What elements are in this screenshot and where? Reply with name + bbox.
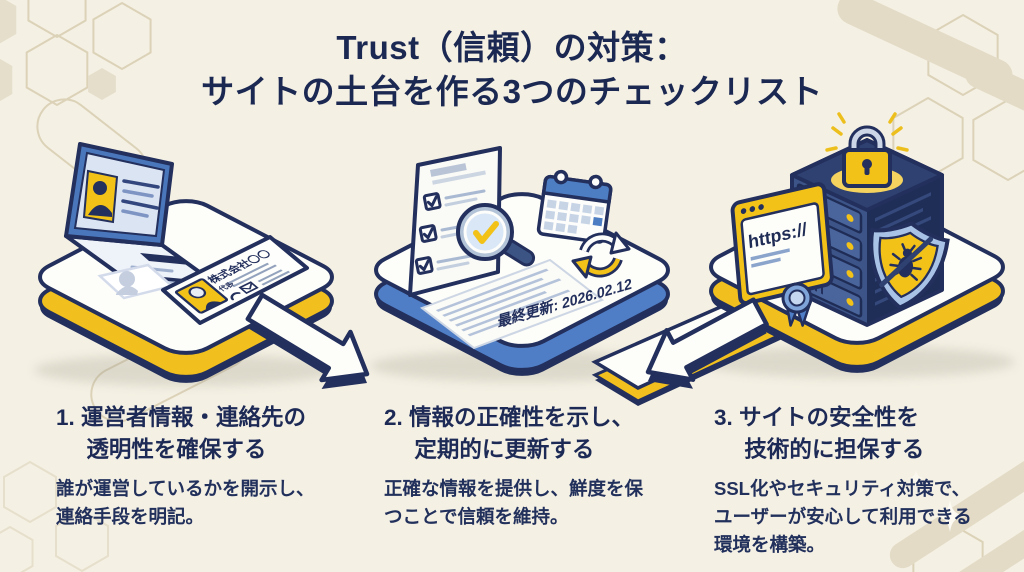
magnifier-check-icon [456, 203, 536, 267]
laptop-icon [64, 142, 218, 300]
shield-bug-icon [869, 221, 950, 310]
step-1-operator-info: 1. 運営者情報・連絡先の 透明性を確保する 誰が運営しているかを開示し、 連絡… [56, 402, 386, 531]
flat-document-icon [419, 258, 605, 350]
title-line-1: Trust（信頼）の対策： [336, 29, 688, 66]
step-2-heading: 2. 情報の正確性を示し、 定期的に更新する [384, 405, 635, 462]
browser-https-icon: https:// [730, 182, 834, 306]
checkbox-checked [418, 224, 438, 243]
arrow-down-right-icon [245, 292, 370, 389]
title-line-2: サイトの土台を作る3つのチェックリスト [201, 72, 823, 110]
illustration-site-security: https:// [591, 112, 1015, 406]
arrow-down-left-icon [645, 297, 769, 389]
stripe-decorations [837, 0, 1024, 572]
padlock-icon [825, 112, 909, 188]
illustration-operator-identity: 株式会社〇〇 代表 [34, 142, 338, 386]
step-3-body: SSL化やセキュリティ対策で、 ユーザーが安心して利用できる 環境を構築。 [714, 478, 972, 555]
phone-icon [230, 292, 241, 301]
certificate-ribbon-icon [781, 282, 813, 327]
checkbox-checked [414, 256, 434, 275]
calendar-icon [536, 169, 613, 244]
sparkle-lines [825, 112, 909, 152]
step-1-body: 誰が運営しているかを開示し、 連絡手段を明記。 [56, 478, 315, 527]
business-card-icon: 株式会社〇〇 代表 [161, 235, 309, 325]
checkbox-checked [422, 192, 442, 211]
step-1-heading: 1. 運営者情報・連絡先の 透明性を確保する [56, 405, 307, 462]
refresh-icon [571, 231, 631, 279]
slash-line [879, 236, 934, 288]
page-title: Trust（信頼）の対策： サイトの土台を作る3つのチェックリスト [0, 26, 1024, 113]
step-3-security: 3. サイトの安全性を 技術的に担保する SSL化やセキュリティ対策で、 ユーザ… [714, 402, 1024, 558]
sparkle-decorations [908, 470, 966, 532]
envelope-icon [238, 281, 259, 295]
illustration-information-accuracy: 最終更新: 2026.02.12 [370, 146, 674, 382]
step-2-body: 正確な情報を提供し、鮮度を保 つことで信頼を維持。 [384, 478, 644, 527]
step-3-heading: 3. サイトの安全性を 技術的に担保する [714, 405, 925, 462]
step-2-accuracy: 2. 情報の正確性を示し、 定期的に更新する 正確な情報を提供し、鮮度を保 つこ… [384, 402, 694, 531]
